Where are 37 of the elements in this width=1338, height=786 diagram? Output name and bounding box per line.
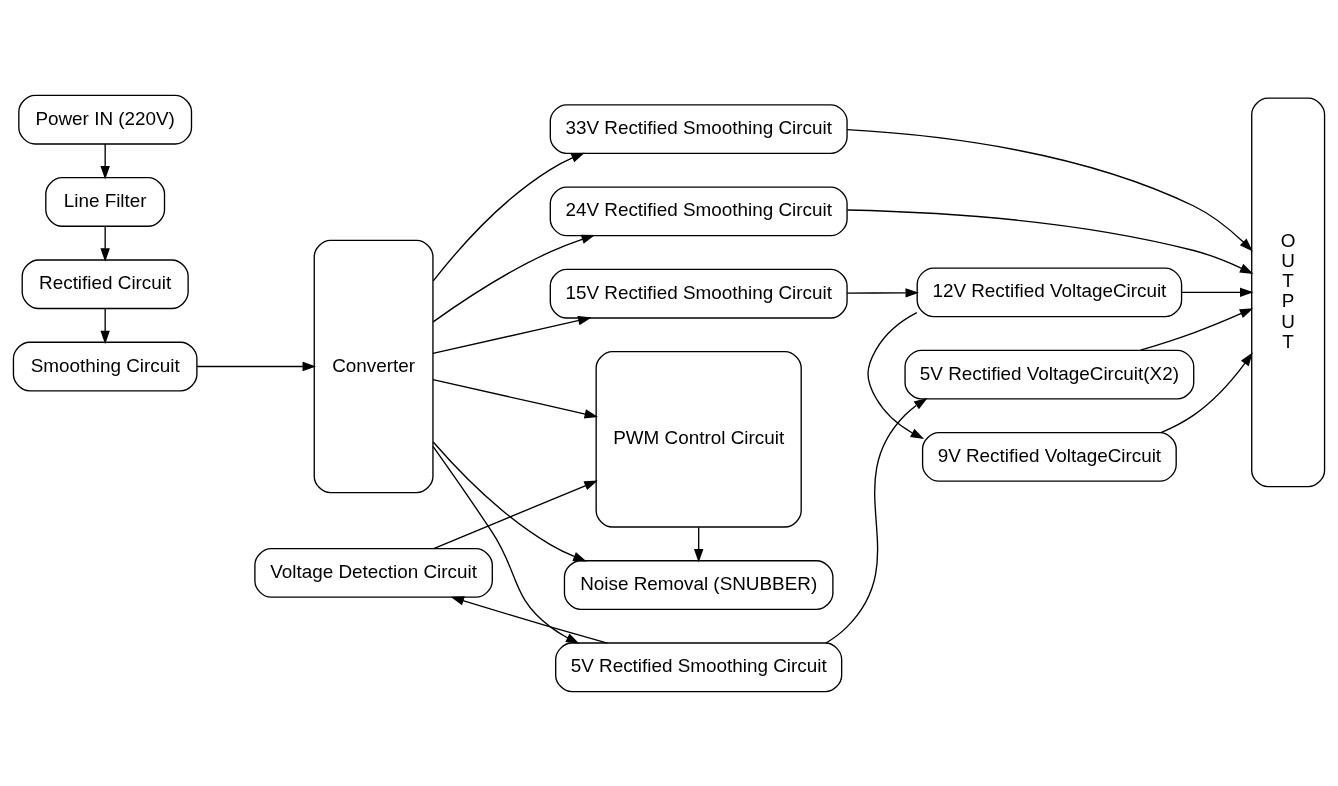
arrow xyxy=(867,311,925,439)
arrow xyxy=(825,397,928,644)
arrow xyxy=(433,480,598,549)
arrow xyxy=(846,287,919,298)
arrow xyxy=(1160,351,1253,433)
node-box: Power IN (220V) xyxy=(18,94,193,145)
arrow xyxy=(693,526,704,563)
node-box: 24V Rectified Smoothing Circuit xyxy=(549,185,848,236)
node-box: Voltage Detection Circuit xyxy=(254,547,493,598)
arrow xyxy=(432,378,599,419)
node-box: PWM Control Circuit xyxy=(595,350,802,528)
node-box: 15V Rectified Smoothing Circuit xyxy=(549,268,848,319)
arrow xyxy=(450,595,609,644)
arrow xyxy=(1181,287,1254,297)
node-box: 12V Rectified VoltageCircuit xyxy=(916,266,1183,317)
node-box: 5V Rectified Smoothing Circuit xyxy=(555,641,843,692)
node-box: Line Filter xyxy=(45,176,166,227)
arrow xyxy=(846,128,1253,251)
arrow xyxy=(196,361,317,371)
arrow xyxy=(100,307,110,344)
arrow xyxy=(432,152,585,282)
arrow xyxy=(432,234,595,323)
node-box: O U T P U T xyxy=(1251,96,1326,487)
node-box: Converter xyxy=(313,239,434,493)
node-box: Smoothing Circuit xyxy=(12,341,198,391)
arrow xyxy=(100,225,110,262)
node-box: Noise Removal (SNUBBER) xyxy=(563,559,834,610)
node-box: Rectified Circuit xyxy=(21,258,189,309)
arrow xyxy=(432,315,592,354)
arrow xyxy=(1139,307,1254,351)
node-box: 9V Rectified VoltageCircuit xyxy=(921,431,1177,482)
arrow xyxy=(432,440,587,561)
arrow xyxy=(432,445,580,644)
arrow xyxy=(846,208,1254,274)
node-box: 5V Rectified VoltageCircuit(X2) xyxy=(904,349,1195,400)
arrow xyxy=(100,142,110,180)
node-box: 33V Rectified Smoothing Circuit xyxy=(549,103,848,154)
